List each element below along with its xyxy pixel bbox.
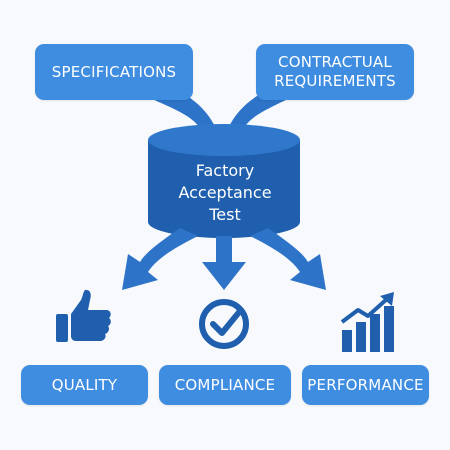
quality-box: QUALITY bbox=[21, 365, 148, 405]
thumbs-up-icon bbox=[56, 289, 111, 342]
factory-acceptance-drum bbox=[148, 124, 300, 238]
center-line3: Test bbox=[209, 205, 241, 224]
center-line2: Acceptance bbox=[178, 183, 272, 202]
contractual-label-line2: REQUIREMENTS bbox=[274, 72, 396, 90]
factory-acceptance-test-label: Factory Acceptance Test bbox=[150, 160, 300, 226]
arrow-to-compliance bbox=[202, 236, 246, 290]
arrow-to-quality bbox=[122, 228, 198, 290]
contractual-requirements-box: CONTRACTUAL REQUIREMENTS bbox=[256, 44, 414, 100]
specifications-box: SPECIFICATIONS bbox=[35, 44, 193, 100]
performance-box: PERFORMANCE bbox=[302, 365, 429, 405]
center-line1: Factory bbox=[195, 161, 255, 180]
quality-label: QUALITY bbox=[51, 375, 118, 394]
growth-chart-icon bbox=[340, 292, 394, 352]
specifications-label: SPECIFICATIONS bbox=[51, 62, 177, 81]
contractual-label-line1: CONTRACTUAL bbox=[278, 53, 392, 72]
compliance-box: COMPLIANCE bbox=[159, 365, 291, 405]
check-circle-icon bbox=[199, 299, 249, 349]
performance-label: PERFORMANCE bbox=[307, 375, 424, 394]
arrow-to-performance bbox=[250, 228, 326, 290]
compliance-label: COMPLIANCE bbox=[174, 375, 276, 394]
